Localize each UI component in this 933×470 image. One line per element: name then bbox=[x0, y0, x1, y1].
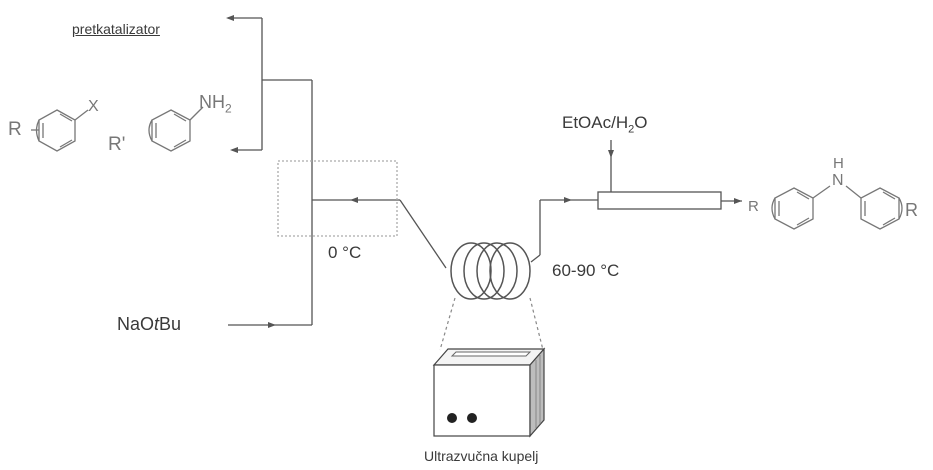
coil-reactor bbox=[450, 242, 531, 300]
arrow-base bbox=[268, 322, 276, 328]
arrow-amine bbox=[230, 147, 238, 153]
bath-knob bbox=[467, 413, 477, 423]
amine-r-label: R' bbox=[108, 134, 126, 155]
product-r-right-label: R bbox=[905, 200, 918, 220]
solvent-end-text: O bbox=[634, 113, 648, 132]
bath-knob bbox=[447, 413, 457, 423]
bath-opening bbox=[450, 351, 532, 357]
product-structure bbox=[771, 185, 903, 230]
bath-front bbox=[433, 364, 531, 437]
coil-loop bbox=[489, 242, 531, 300]
coil-loop bbox=[450, 242, 492, 300]
amine-nh-subscript: 2 bbox=[225, 101, 232, 116]
amine-nh2-label: NH2 bbox=[199, 92, 232, 116]
tube-reactor bbox=[597, 191, 722, 210]
arrow-precatalyst bbox=[226, 15, 234, 21]
base-label: NaOtBu bbox=[117, 314, 181, 335]
coil-loop bbox=[476, 242, 518, 300]
bath-side bbox=[529, 347, 545, 438]
solvent-label: EtOAc/H2O bbox=[562, 113, 647, 135]
arrow-riser bbox=[564, 197, 572, 203]
precatalyst-text: pretkatalizator bbox=[72, 21, 160, 37]
product-r-left-label: R bbox=[748, 198, 759, 215]
arrow-mixer bbox=[350, 197, 358, 203]
bath-top bbox=[432, 348, 546, 366]
aryl-halide-structure bbox=[31, 109, 89, 152]
ultrasound-link bbox=[439, 297, 544, 351]
bath-label: Ultrazvučna kupelj bbox=[424, 448, 539, 464]
base-bu-text: Bu bbox=[159, 314, 182, 334]
precatalyst-label: pretkatalizator bbox=[72, 21, 160, 37]
base-t-text: t bbox=[154, 314, 160, 334]
product-n-label: N bbox=[832, 172, 844, 189]
arrow-outlet bbox=[734, 198, 742, 204]
to-coil-line bbox=[399, 199, 447, 269]
reactor-temp-label: 60-90 °C bbox=[552, 261, 620, 280]
cooling-zone-box bbox=[277, 160, 398, 237]
amine-nh-text: NH bbox=[199, 92, 225, 112]
cooling-temp-label: 0 °C bbox=[328, 243, 362, 262]
from-coil-line bbox=[530, 254, 541, 263]
halide-x-label: X bbox=[88, 98, 99, 115]
arrow-solvent bbox=[608, 150, 614, 158]
flow-arrowheads bbox=[226, 15, 742, 328]
solvent-sub-text: 2 bbox=[628, 123, 635, 136]
base-na-text: NaO bbox=[117, 314, 155, 334]
coil-loop bbox=[463, 242, 505, 300]
halide-r-label: R bbox=[8, 119, 22, 140]
aniline-structure bbox=[148, 106, 204, 152]
solvent-main-text: EtOAc/H bbox=[562, 113, 629, 132]
ultrasonic-bath bbox=[432, 347, 546, 438]
product-h-label: H bbox=[833, 155, 844, 172]
